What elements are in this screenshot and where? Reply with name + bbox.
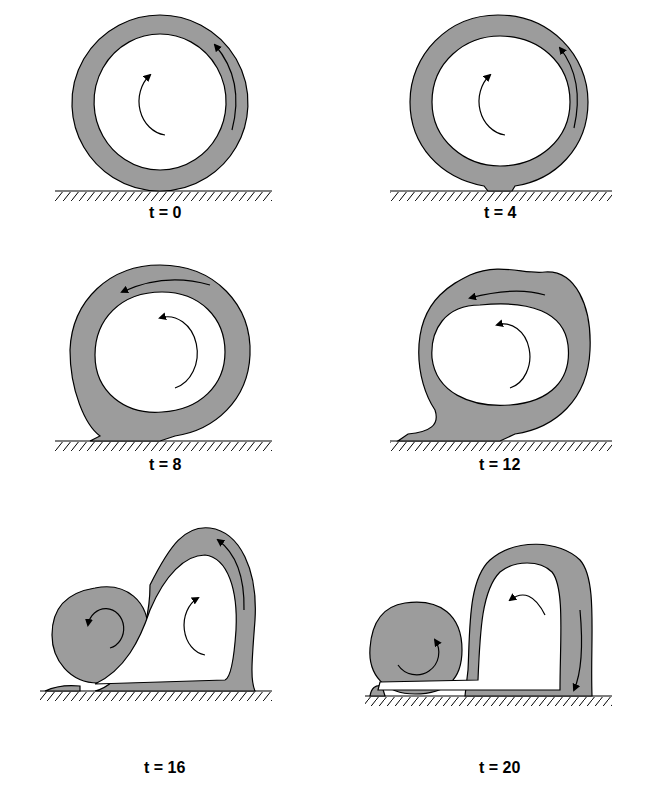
time-label: t = 8 [147, 456, 183, 474]
time-label: t = 12 [477, 456, 522, 474]
vortex-hole [95, 555, 236, 684]
vortex-ring [70, 265, 250, 441]
time-label: t = 20 [477, 759, 522, 777]
time-label: t = 4 [482, 204, 518, 222]
time-label: t = 0 [147, 204, 183, 222]
vortex-hole [378, 563, 561, 690]
vortex-ring [72, 15, 248, 191]
time-label: t = 16 [142, 759, 187, 777]
wall [40, 191, 612, 706]
vortex-ring [410, 15, 588, 191]
vortex-ring [398, 269, 590, 441]
